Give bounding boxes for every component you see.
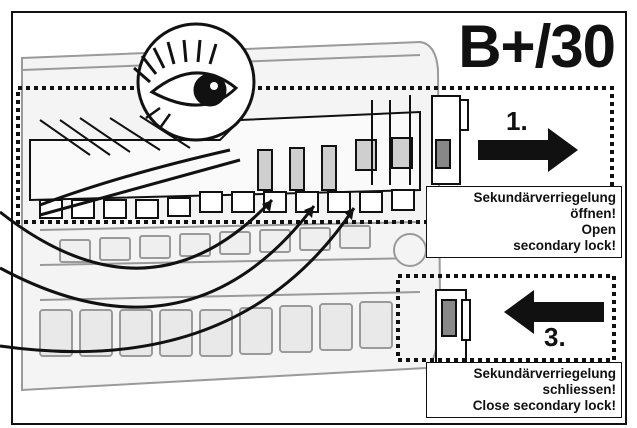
highlight-open-region: [16, 86, 614, 224]
eye-icon: [133, 22, 256, 142]
pointer-head-1: [262, 200, 272, 212]
diagram-title: B+/30: [458, 13, 616, 80]
step-1-label: 1.: [506, 106, 528, 136]
callout-close-line-3: Close secondary lock!: [472, 398, 616, 413]
callout-close-lock: Sekundärverriegelung schliessen! Close s…: [426, 362, 622, 418]
callout-open-line-3: Open: [581, 222, 616, 237]
callout-open-line-1: Sekundärverriegelung: [473, 190, 616, 205]
secondary-lock-close: [435, 289, 471, 365]
callout-open-lock: Sekundärverriegelung öffnen! Open second…: [426, 186, 622, 258]
highlight-close-region: [396, 274, 616, 362]
callout-open-line-2: öffnen!: [570, 206, 616, 221]
callout-close-line-2: schliessen!: [542, 382, 616, 397]
pointer-head-3: [344, 208, 354, 220]
callout-close-line-1: Sekundärverriegelung: [473, 366, 616, 381]
pointer-heads: [262, 200, 354, 220]
pointer-head-2: [304, 206, 314, 218]
pointer-line-1: [0, 198, 274, 270]
pointer-line-3: [0, 207, 356, 354]
pointer-line-2: [0, 205, 316, 309]
outer-frame: [11, 11, 627, 425]
arrow-left-icon: [504, 290, 604, 334]
pointer-lines: [0, 198, 356, 354]
secondary-lock-open: [431, 95, 469, 185]
step-3-label: 3.: [544, 322, 566, 352]
callout-open-line-4: secondary lock!: [513, 238, 616, 253]
detail-upper: [29, 95, 421, 219]
arrow-right-icon: [478, 128, 578, 172]
